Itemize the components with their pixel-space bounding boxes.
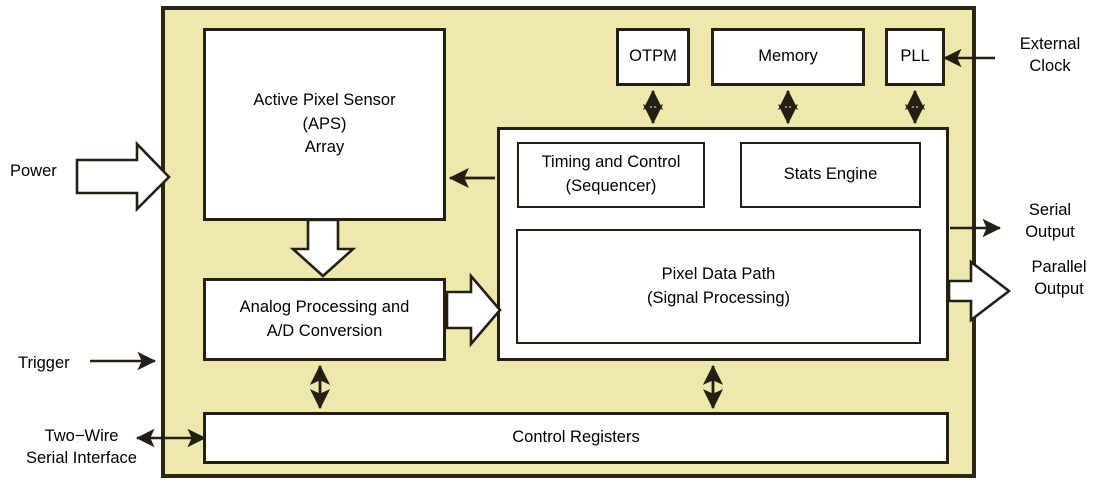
timing-line-2: (Sequencer) [565, 177, 657, 195]
block-otpm[interactable]: OTPM [616, 28, 690, 86]
label-serial-output: Serial Output [1010, 199, 1090, 244]
serial-output-line-2: Output [1025, 223, 1075, 242]
two-wire-line-2: Serial Interface [26, 449, 137, 468]
stats-engine-label: Stats Engine [783, 165, 878, 184]
aps-line-2: (APS) [302, 114, 347, 133]
analog-line-1: Analog Processing and [239, 297, 410, 316]
pixel-data-path-line-1: Pixel Data Path [661, 264, 776, 283]
parallel-output-line-2: Output [1034, 280, 1084, 299]
trigger-label: Trigger [18, 354, 70, 372]
label-trigger: Trigger [18, 352, 70, 374]
label-parallel-output: Parallel Output [1018, 256, 1100, 301]
parallel-output-line-1: Parallel [1031, 258, 1087, 276]
pll-label: PLL [900, 47, 930, 66]
pixel-data-path-line-2: (Signal Processing) [646, 288, 791, 307]
external-clock-line-2: Clock [1029, 57, 1071, 76]
arrow-power [75, 140, 171, 213]
aps-line-3: Array [304, 138, 345, 157]
control-registers-label: Control Registers [512, 428, 640, 447]
analog-line-2: A/D Conversion [266, 321, 383, 340]
block-analog-processing[interactable]: Analog Processing and A/D Conversion [203, 278, 446, 361]
block-pixel-data-path[interactable]: Pixel Data Path (Signal Processing) [516, 229, 921, 344]
aps-line-1: Active Pixel Sensor [253, 90, 396, 109]
label-external-clock: External Clock [1008, 33, 1092, 78]
block-pll[interactable]: PLL [885, 28, 945, 86]
block-control-registers[interactable]: Control Registers [203, 412, 949, 464]
timing-line-1: Timing and Control [541, 153, 681, 172]
block-memory[interactable]: Memory [711, 28, 865, 86]
label-two-wire-serial-interface: Two−Wire Serial Interface [14, 425, 149, 470]
memory-label: Memory [758, 47, 818, 66]
external-clock-line-1: External [1019, 35, 1081, 53]
block-stats-engine[interactable]: Stats Engine [740, 142, 921, 208]
block-aps-array[interactable]: Active Pixel Sensor (APS) Array [203, 28, 446, 221]
block-timing-and-control[interactable]: Timing and Control (Sequencer) [517, 142, 705, 208]
two-wire-line-1: Two−Wire [44, 427, 119, 445]
power-label: Power [10, 162, 57, 180]
otpm-label: OTPM [629, 47, 677, 66]
label-power: Power [10, 160, 57, 182]
serial-output-line-1: Serial [1028, 201, 1072, 219]
